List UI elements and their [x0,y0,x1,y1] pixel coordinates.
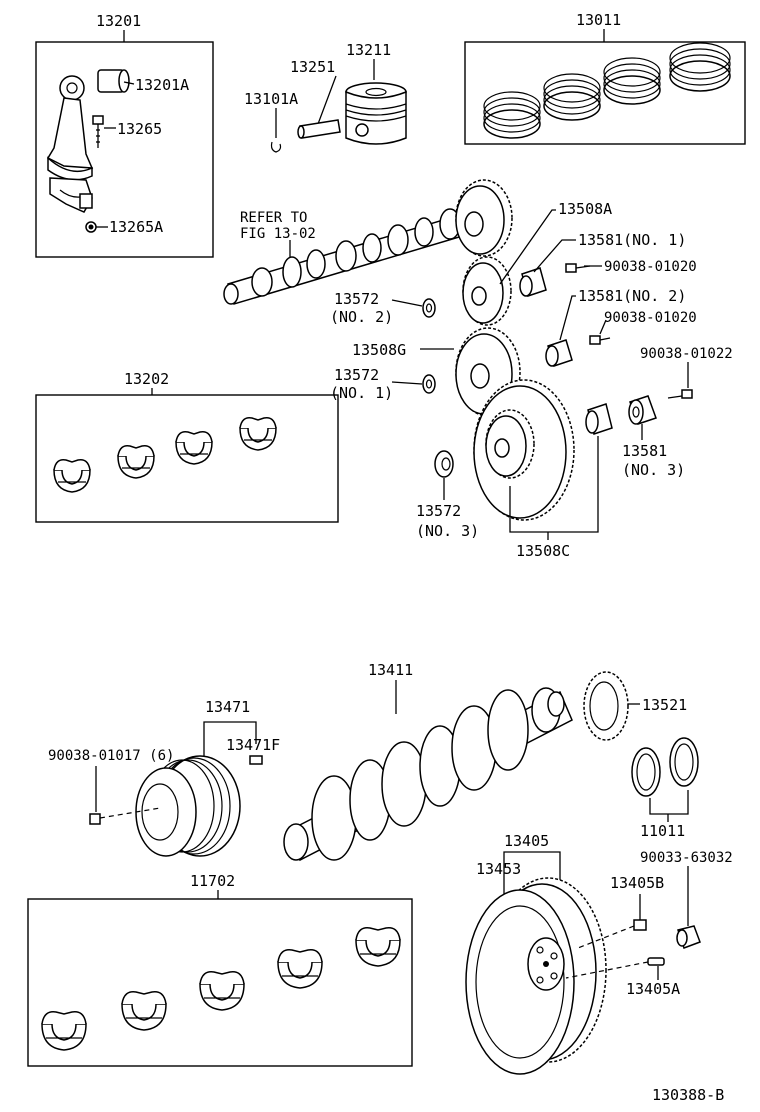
label-13581-no2: 13581(NO. 2) [578,287,686,305]
bushing-13581-no3-a [585,403,613,435]
thrust-washers-11011 [631,737,699,797]
gear-13521 [583,671,629,741]
crankshaft-13411 [283,687,573,862]
pulley-13471 [135,755,241,857]
bushing-13581-no1 [519,267,547,297]
label-13508A: 13508A [558,200,612,218]
label-13581-no1: 13581(NO. 1) [578,231,686,249]
group-13201: 13201 13201A 13265 [35,12,214,258]
bushing-13201A [97,69,130,93]
group-13202: 13202 [35,370,339,523]
bushing-13581-no2 [545,339,573,367]
label-90033-63032: 90033-63032 [640,850,733,866]
label-13521: 13521 [642,696,687,714]
label-90038-01022: 90038-01022 [640,346,733,362]
box-13202 [35,394,339,523]
box-11702 [27,898,413,1067]
label-13411: 13411 [368,661,413,679]
bolt-90038-01022 [667,389,693,399]
flywheel-13405 [465,877,607,1075]
label-13471: 13471 [205,698,250,716]
label-90038-01017: 90038-01017 (6) [48,748,174,764]
label-no2-a: (NO. 2) [330,308,393,326]
bearing-shells-11702 [41,927,401,1051]
bushing-90033-63032 [676,925,701,949]
gear-idler [462,256,512,326]
camshaft [223,208,477,305]
label-11702: 11702 [190,872,235,890]
key-13471F [249,755,263,765]
label-13405B: 13405B [610,874,664,892]
label-90038-01020-a: 90038-01020 [604,259,697,275]
piston-13211 [345,82,407,145]
label-13453: 13453 [476,860,521,878]
label-13265: 13265 [117,120,162,138]
label-no1-b: (NO. 1) [330,384,393,402]
bolt-13405B [577,919,647,949]
label-13201: 13201 [96,12,141,30]
label-13572-b: 13572 [334,366,379,384]
label-13211: 13211 [346,41,391,59]
connecting-rod [46,75,94,213]
figure-id: 130388-B [652,1086,724,1104]
bolt-90038-01020-a [565,263,591,273]
flywheel-group: 13405 13453 90033-63032 13405B [465,832,733,1075]
bolt-90038-01020-b [589,335,611,345]
label-13011: 13011 [576,11,621,29]
piston-group: 13211 13251 13101A [244,41,407,153]
label-13251: 13251 [290,58,335,76]
box-13011 [464,41,746,145]
pin-13405A [565,957,665,979]
label-13202: 13202 [124,370,169,388]
label-13572-a: 13572 [334,290,379,308]
label-refer-fig: FIG 13-02 [240,226,316,242]
label-13101A: 13101A [244,90,298,108]
label-13508G: 13508G [352,341,406,359]
bolt-90038-01017 [89,807,161,825]
pulley-group: 13471 13471F 90038-01017 (6) [48,698,280,857]
group-11702: 11702 [27,872,413,1067]
box-13201 [35,41,214,258]
label-13508C: 13508C [516,542,570,560]
label-13201A: 13201A [135,76,189,94]
label-no3-d: (NO. 3) [416,522,479,540]
label-13572-c: 13572 [416,502,461,520]
snap-ring-13101A [270,141,282,153]
label-13581-c: 13581 [622,442,667,460]
gear-13508C [473,379,575,521]
washer-13572-no1 [422,374,436,394]
label-refer-to: REFER TO [240,210,307,226]
label-13405A: 13405A [626,980,680,998]
washer-13572-no2 [422,298,436,318]
group-13011: 13011 [464,11,746,145]
washer-13572-no3 [434,450,454,478]
bushing-13581-no3-b [628,395,657,425]
piston-rings [483,42,731,139]
gear-13508A [455,179,513,257]
label-no3-c: (NO. 3) [622,461,685,479]
label-11011: 11011 [640,822,685,840]
label-13405: 13405 [504,832,549,850]
bearing-shells-13202 [53,416,277,493]
crankshaft-group: 13411 13521 11011 [283,661,699,862]
label-90038-01020-b: 90038-01020 [604,310,697,326]
bolt-13265 [92,115,104,148]
piston-pin-13251 [297,119,341,139]
nut-13265A [85,221,97,233]
label-13471F: 13471F [226,736,280,754]
camshaft-group: REFER TO FIG 13-02 13508A [223,179,733,560]
label-13265A: 13265A [109,218,163,236]
